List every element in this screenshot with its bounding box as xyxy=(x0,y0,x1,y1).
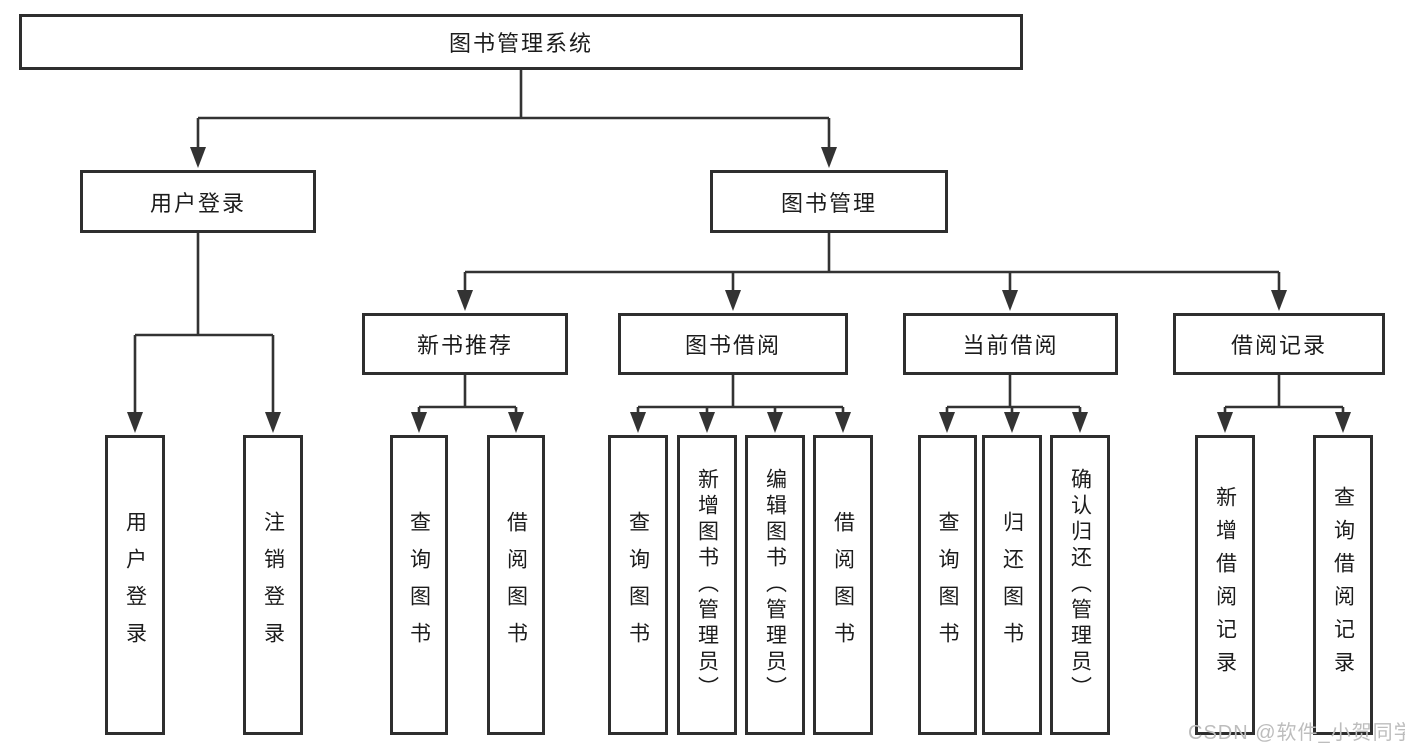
node-new-book-recommend: 新书推荐 xyxy=(362,313,568,375)
node-edit-books-admin: 编辑图书（管理员） xyxy=(745,435,805,735)
arrowheads xyxy=(127,147,1351,433)
node-user-login-action: 用户登录 xyxy=(105,435,165,735)
node-user-login-module: 用户登录 xyxy=(80,170,316,233)
csdn-watermark: CSDN @软件_小贺同学 xyxy=(1188,722,1405,744)
node-book-borrowing: 图书借阅 xyxy=(618,313,848,375)
node-add-borrow-record: 新增借阅记录 xyxy=(1195,435,1255,735)
node-confirm-return-admin: 确认归还（管理员） xyxy=(1050,435,1110,735)
node-query-borrow-record: 查询借阅记录 xyxy=(1313,435,1373,735)
node-borrowing-records: 借阅记录 xyxy=(1173,313,1385,375)
node-query-books-3: 查询图书 xyxy=(918,435,977,735)
node-return-books: 归还图书 xyxy=(982,435,1042,735)
node-borrow-books-2: 借阅图书 xyxy=(813,435,873,735)
node-query-books-1: 查询图书 xyxy=(390,435,448,735)
node-book-management-system: 图书管理系统 xyxy=(19,14,1023,70)
node-current-borrowing: 当前借阅 xyxy=(903,313,1118,375)
node-book-management-module: 图书管理 xyxy=(710,170,948,233)
node-logout-action: 注销登录 xyxy=(243,435,303,735)
node-borrow-books-1: 借阅图书 xyxy=(487,435,545,735)
node-query-books-2: 查询图书 xyxy=(608,435,668,735)
node-add-books-admin: 新增图书（管理员） xyxy=(677,435,737,735)
